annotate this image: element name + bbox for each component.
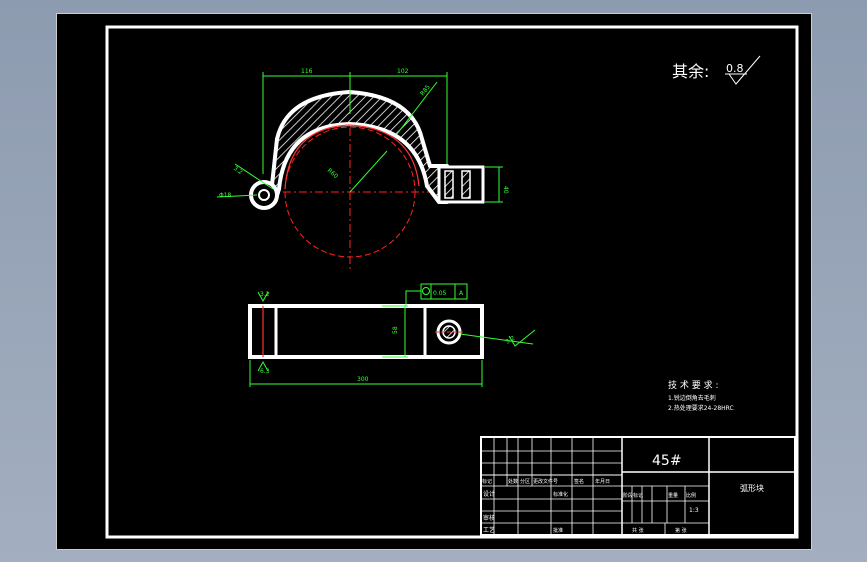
tb-review: 审核 (483, 514, 495, 522)
th-sign: 签名 (574, 478, 584, 485)
dim-mid-height: 58 (392, 326, 399, 334)
tol-value: 0.05 (433, 290, 447, 297)
front-view: 116 102 R85 R60 Φ18 3.2 40 (216, 68, 509, 272)
title-block-text: 45# 弧形块 1:3 标记 处数 分区 更改文件号 签名 年月日 设计 标准化… (482, 453, 764, 534)
tb-weight: 重量 (668, 492, 678, 499)
rough-right: 3.2 (505, 335, 517, 346)
material: 45# (652, 453, 682, 469)
th-mark: 标记 (482, 478, 492, 485)
drawing-border (105, 25, 799, 539)
dim-hole-angle: 3.2 (232, 165, 244, 176)
tb-stage: 阶段标记 (623, 492, 643, 499)
rough-left-top: 3.2 (260, 291, 270, 298)
th-date: 年月日 (595, 478, 610, 485)
top-view: 3.2 6.3 0.05 A 58 300 3.2 (248, 283, 536, 387)
tb-approve: 批准 (553, 527, 563, 534)
tech-line-2: 2.热处理要求24-28HRC (668, 404, 734, 412)
title-block (480, 436, 796, 536)
top-view-body (248, 304, 484, 359)
th-count: 处数 (508, 478, 518, 485)
tb-sheet-total: 共 张 (632, 527, 644, 534)
dim-top-right: 102 (397, 68, 409, 75)
dim-bottom-length: 300 (357, 376, 369, 383)
cad-viewport[interactable]: 其余: 0.8 116 102 R85 R60 Φ18 3.2 (56, 13, 812, 550)
th-doc: 更改文件号 (533, 478, 558, 485)
th-zone: 分区 (520, 478, 530, 485)
scale: 1:3 (689, 507, 699, 514)
dim-radius-inner: R60 (326, 167, 340, 180)
tb-design: 设计 (483, 490, 495, 498)
tech-line-1: 1.锐边倒角去毛刺 (668, 394, 716, 402)
tb-ratio: 比例 (686, 492, 696, 499)
drawing-canvas: 其余: 0.8 116 102 R85 R60 Φ18 3.2 (105, 25, 799, 539)
roughness-note: 其余: 0.8 (672, 55, 761, 85)
tech-requirements: 技 术 要 求 : 1.锐边倒角去毛刺 2.热处理要求24-28HRC (668, 379, 734, 412)
dim-hole-phi: Φ18 (219, 192, 232, 199)
tb-standard: 标准化 (553, 491, 568, 498)
dim-top-left: 116 (301, 68, 313, 75)
tb-craft: 工艺 (483, 526, 495, 534)
roughness-value: 0.8 (726, 62, 744, 75)
tb-sheet-no: 第 张 (675, 527, 687, 534)
rough-left-bottom: 6.3 (260, 368, 270, 375)
tol-datum: A (459, 290, 464, 297)
part-name: 弧形块 (740, 483, 764, 493)
arc-body (269, 90, 449, 204)
roughness-prefix: 其余: (672, 62, 709, 81)
tech-title: 技 术 要 求 : (668, 379, 718, 391)
dim-right-height: 40 (502, 186, 509, 194)
